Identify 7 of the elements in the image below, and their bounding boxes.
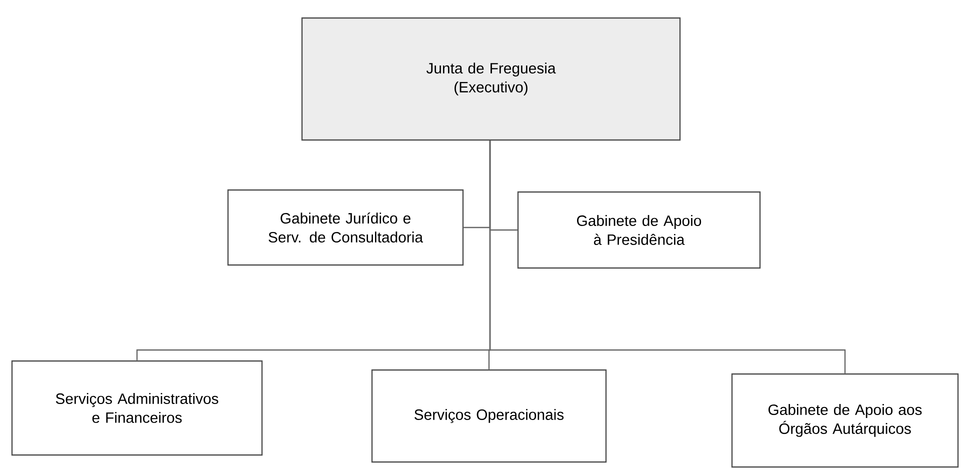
- org-box: Serviços Operacionais: [371, 369, 607, 463]
- org-box: Gabinete de Apoio aos Órgãos Autárquicos: [731, 373, 959, 468]
- org-box: Gabinete Jurídico e Serv. de Consultadoria: [227, 189, 464, 266]
- org-box: Gabinete de Apoio à Presidência: [517, 191, 761, 269]
- org-box: Junta de Freguesia (Executivo): [301, 17, 681, 141]
- connector-line: [489, 140, 846, 374]
- org-box: Serviços Administrativos e Financeiros: [11, 360, 263, 456]
